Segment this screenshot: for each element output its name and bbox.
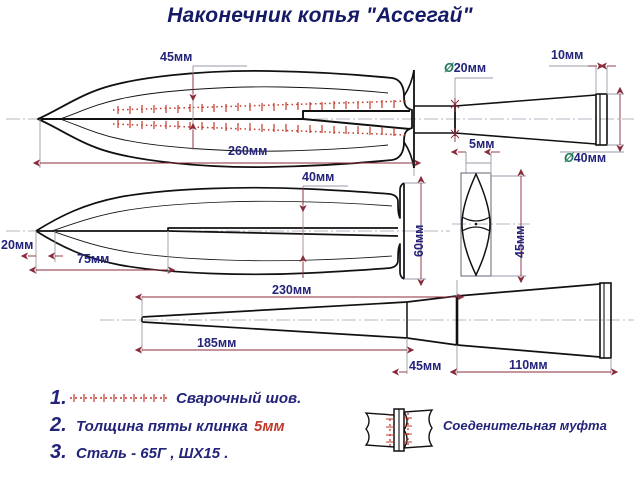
blade-fuller-lower [59,118,389,152]
side-tang-lower [167,230,399,237]
legend-seam-sample [70,394,168,402]
dim-label-shaft-230: 230мм [272,283,312,297]
legend-text-1: Сварочный шов. [176,390,302,407]
weld-seam-lower [112,123,407,136]
dim-dia20-tick-top [450,98,460,112]
blade-fuller-upper [59,86,389,120]
dim-label-collar-dia-40: Ø40мм [564,151,606,165]
legend-accent-2: 5мм [254,418,285,435]
coupling-detail [364,408,434,452]
shaft-lower-edge [141,321,601,358]
legend-number-2: 2. [50,414,67,436]
weld-seam-upper [112,100,407,111]
weld-seam-upper-ticks [117,100,395,114]
diameter-icon-2: Ø [564,151,574,165]
top-view-blade [37,69,415,169]
blade-ridge-lower [302,118,411,130]
shaft-upper-edge [141,283,601,318]
dim-label-shaft-185: 185мм [197,336,237,350]
dim-label-collar-10: 10мм [551,48,584,62]
section-rib-upper [461,216,491,222]
weld-seam-top-view [112,100,407,136]
side-blade-upper [35,182,405,232]
legend-text-2: Толщина пяты клинка [76,418,248,435]
socket-ferrule [414,93,608,146]
dim-dia20-tick-bottom [450,128,460,142]
diameter-icon: Ø [444,61,454,75]
legend-text-3: Сталь - 65Г , ШХ15 . [76,445,229,462]
dimensions-bottom-view [134,280,619,376]
coupling-label: Соеденительная муфта [443,418,607,433]
dim-label-side-20: 20мм [1,238,34,252]
dimensions-side-view [20,175,426,287]
side-inner-upper [51,200,393,232]
dim-5-step [465,152,491,164]
dim-label-side-75: 75мм [77,252,110,266]
legend-number-3: 3. [50,441,67,463]
dim-label-side-60: 60мм [412,224,426,257]
side-view-blade [35,182,405,280]
dim-label-shaft-110: 110мм [509,358,548,372]
dim-label-blade-45: 45мм [160,50,193,64]
dimensions-top-view [32,62,624,176]
dim-label-shaft-45: 45мм [409,359,442,373]
blade-flare-upper [403,69,415,97]
socket-collar [595,93,608,146]
side-inner-lower [51,230,393,262]
section-lens-outline [461,172,491,277]
dim-label-socket-dia-20-value: 20мм [453,61,487,75]
dimensions-cross-section [491,168,526,284]
dim-label-collar-dia-40-value: 40мм [573,151,607,165]
socket-upper-edge [454,94,597,107]
dim-label-socket-dia-20: Ø20мм [444,61,486,75]
shaft-end-collar [599,282,612,359]
blade-flare-lower [403,141,415,169]
side-blade-lower [35,230,405,280]
dim-label-side-40: 40мм [302,170,335,184]
dim-label-heel-5: 5мм [469,137,495,151]
dim-label-blade-260: 260мм [228,144,268,158]
page-title: Наконечник копья "Ассегай" [167,4,473,27]
section-rib-lower [461,226,491,232]
legend-number-1: 1. [50,387,67,409]
cross-section-view [460,172,492,277]
section-center-dot [474,222,478,226]
coupling-weld-seams [386,413,412,447]
dim-label-section-45: 45мм [513,225,527,258]
blade-ridge-upper [38,110,410,120]
socket-lower-edge [454,132,597,145]
